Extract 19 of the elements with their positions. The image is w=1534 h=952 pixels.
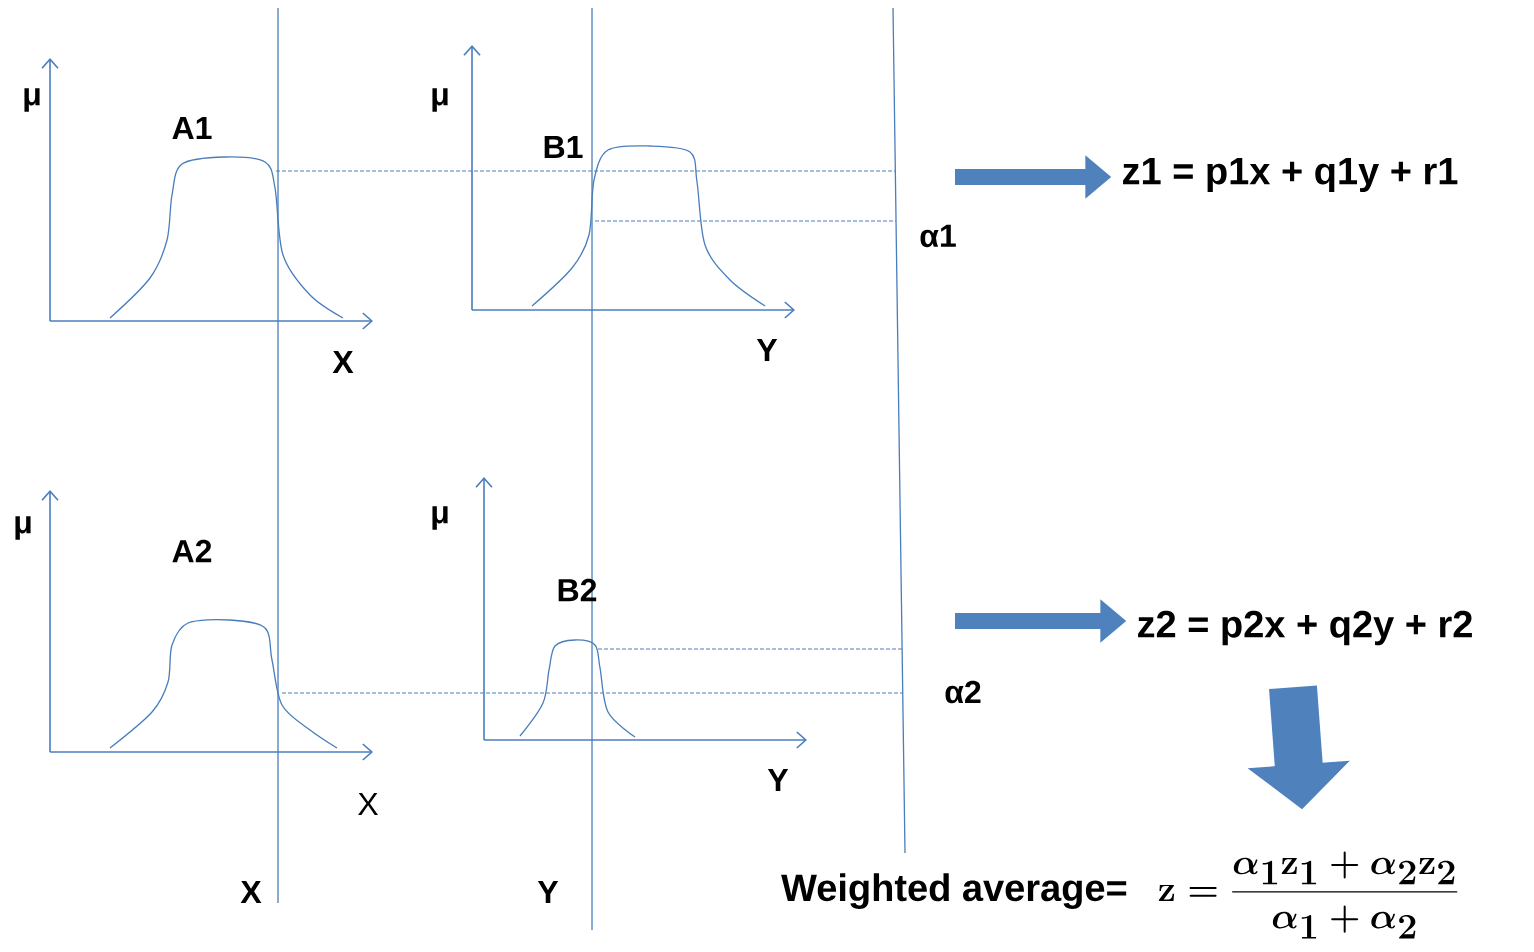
axis-label: X: [240, 881, 262, 903]
axis-label: μ: [24, 88, 40, 112]
axis-label: Y: [756, 339, 778, 361]
axis-label: Y: [537, 881, 559, 903]
axis-label: α2: [945, 680, 981, 704]
axis-label: A1: [172, 117, 212, 139]
axis-label: B2: [558, 578, 597, 602]
equation: z2 = p2x + q2y + r2: [1138, 610, 1472, 646]
axis-label: X: [332, 351, 354, 373]
axis-label: μ: [15, 516, 31, 540]
axis-label: μ: [432, 88, 448, 112]
equation: Weighted average= $\mathbf{z} = \frac{\alpha_1\mathbf{z}_1 + \alpha_2\mathbf{z}_2}{\alpha_1 + \alpha_2}$: [781, 851, 1458, 939]
axis-label: X: [358, 793, 378, 815]
axis-label: B1: [544, 136, 583, 158]
axis-label: α1: [920, 224, 956, 248]
axis-label: A2: [172, 539, 212, 563]
axis-label: Y: [767, 769, 789, 791]
equation: z1 = p1x + q1y + r1: [1123, 158, 1458, 192]
axis-label: μ: [432, 506, 448, 530]
